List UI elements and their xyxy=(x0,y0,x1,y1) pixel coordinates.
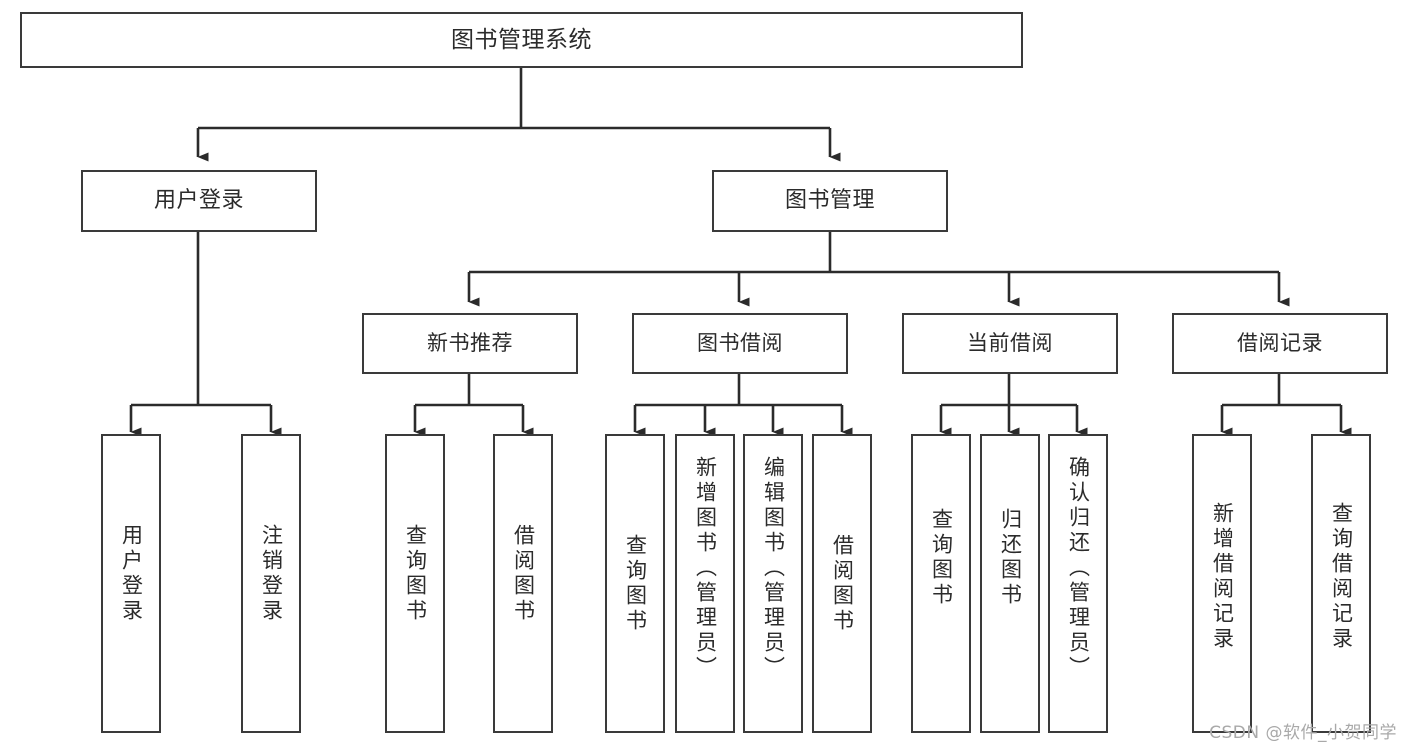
node-book-management[interactable]: 图书管理 xyxy=(712,170,948,232)
leaf-current-return-book[interactable]: 归还图书 xyxy=(980,434,1040,733)
node-label: 借阅图书 xyxy=(830,534,855,634)
leaf-user-logout[interactable]: 注销登录 xyxy=(241,434,301,733)
leaf-user-login-action[interactable]: 用户登录 xyxy=(101,434,161,733)
leaf-newbook-query-book[interactable]: 查询图书 xyxy=(385,434,445,733)
node-label: 编辑图书（管理员） xyxy=(761,456,786,681)
node-label: 注销登录 xyxy=(259,524,284,624)
node-user-login[interactable]: 用户登录 xyxy=(81,170,317,232)
leaf-borrow-query-book[interactable]: 查询图书 xyxy=(605,434,665,733)
node-label: 新增图书（管理员） xyxy=(693,456,718,681)
node-label: 新书推荐 xyxy=(427,331,513,356)
node-label: 用户登录 xyxy=(119,524,144,624)
leaf-borrow-borrow-book[interactable]: 借阅图书 xyxy=(812,434,872,733)
leaf-current-confirm-return-admin[interactable]: 确认归还（管理员） xyxy=(1048,434,1108,733)
leaf-borrow-edit-book-admin[interactable]: 编辑图书（管理员） xyxy=(743,434,803,733)
node-label: 查询图书 xyxy=(929,508,954,608)
node-label: 归还图书 xyxy=(998,508,1023,608)
node-label: 确认归还（管理员） xyxy=(1066,456,1091,681)
node-label: 新增借阅记录 xyxy=(1210,502,1235,652)
node-label: 用户登录 xyxy=(153,188,244,214)
node-current-borrow[interactable]: 当前借阅 xyxy=(902,313,1118,374)
node-borrow-records[interactable]: 借阅记录 xyxy=(1172,313,1388,374)
node-book-borrow[interactable]: 图书借阅 xyxy=(632,313,848,374)
leaf-newbook-borrow-book[interactable]: 借阅图书 xyxy=(493,434,553,733)
leaf-current-query-book[interactable]: 查询图书 xyxy=(911,434,971,733)
node-label: 查询图书 xyxy=(623,534,648,634)
node-label: 图书管理 xyxy=(784,188,875,214)
leaf-records-add-record[interactable]: 新增借阅记录 xyxy=(1192,434,1252,733)
node-label: 借阅记录 xyxy=(1237,331,1323,356)
node-label: 借阅图书 xyxy=(511,524,536,624)
leaf-borrow-add-book-admin[interactable]: 新增图书（管理员） xyxy=(675,434,735,733)
node-label: 查询图书 xyxy=(403,524,428,624)
node-label: 当前借阅 xyxy=(967,331,1053,356)
node-label: 图书借阅 xyxy=(697,331,783,356)
node-label: 查询借阅记录 xyxy=(1329,502,1354,652)
node-new-book-recommend[interactable]: 新书推荐 xyxy=(362,313,578,374)
node-label: 图书管理系统 xyxy=(451,26,592,53)
node-root-system[interactable]: 图书管理系统 xyxy=(20,12,1023,68)
leaf-records-query-record[interactable]: 查询借阅记录 xyxy=(1311,434,1371,733)
watermark-text: CSDN @软件_小贺同学 xyxy=(1209,723,1397,743)
